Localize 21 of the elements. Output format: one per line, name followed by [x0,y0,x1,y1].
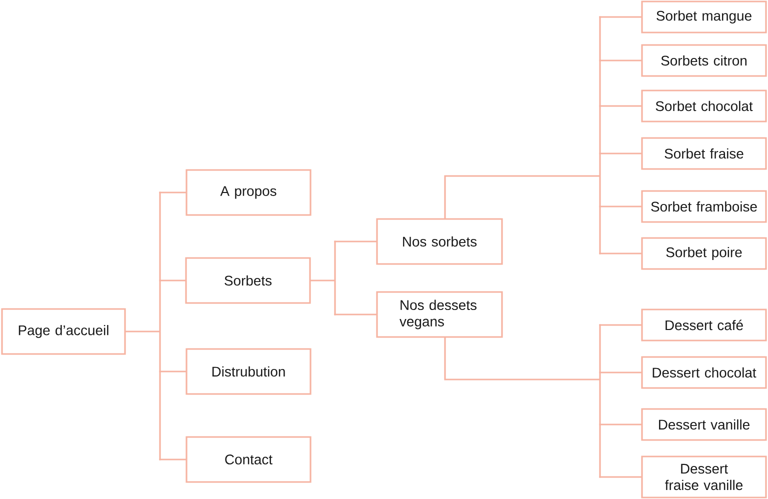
page-box: A propos [186,169,312,216]
page-box: Page d’accueil [1,308,126,355]
page-box: Dessert café [641,308,767,342]
connector-line [310,240,377,316]
page-box: Nos sorbets [376,218,503,265]
connector-line [125,192,186,460]
page-box: Dessert chocolat [641,356,767,389]
page-box: Distrubution [186,348,312,395]
page-box: Nos dessets vegans [376,291,503,338]
connector-line [444,324,642,478]
page-box: Sorbets citron [641,44,767,77]
page-box: Sorbet poire [641,237,767,270]
page-box: Sorbets [185,257,311,304]
page-box: Dessert fraise vanille [641,456,767,498]
page-box: Dessert vanille [641,408,767,441]
connector-line [444,16,642,254]
page-box: Sorbet chocolat [641,90,767,122]
page-box: Contact [186,436,312,483]
page-box: Sorbet mangue [641,0,767,34]
page-box: Sorbet fraise [641,137,767,170]
page-box: Sorbet framboise [641,190,767,223]
